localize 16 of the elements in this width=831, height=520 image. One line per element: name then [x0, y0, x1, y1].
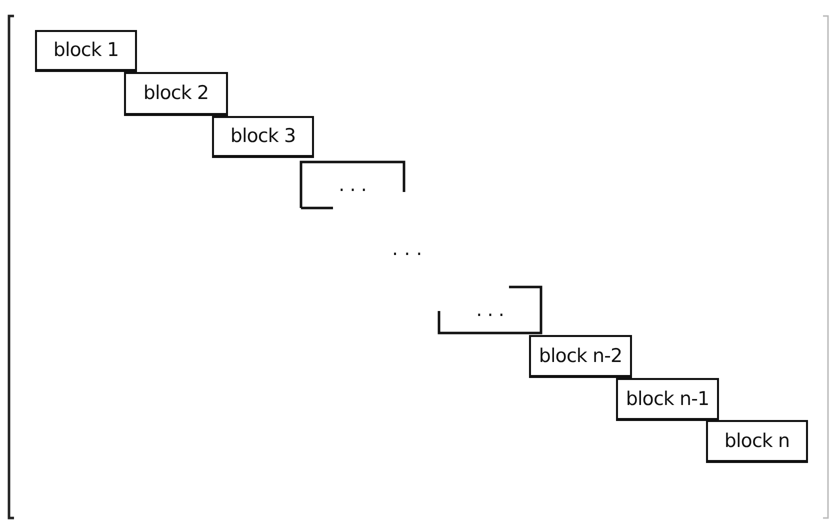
block-label: block 2: [143, 84, 209, 103]
partial-block: [301, 162, 404, 208]
block-label: block n-1: [626, 390, 710, 408]
block-box: [706, 420, 808, 463]
block-label: block n: [724, 432, 790, 450]
block-label: block 3: [230, 127, 296, 146]
block-box: [212, 116, 314, 158]
block-label: block 1: [53, 41, 119, 60]
block-box: [124, 72, 228, 116]
block-box: [616, 378, 719, 421]
ellipsis-dots: . . .: [476, 300, 504, 320]
block-label: block n-2: [538, 346, 622, 366]
block-box: [35, 30, 137, 72]
ellipsis-dots: . . .: [338, 176, 366, 194]
block-box: [529, 335, 632, 378]
ellipsis-dots: . . .: [392, 240, 422, 259]
